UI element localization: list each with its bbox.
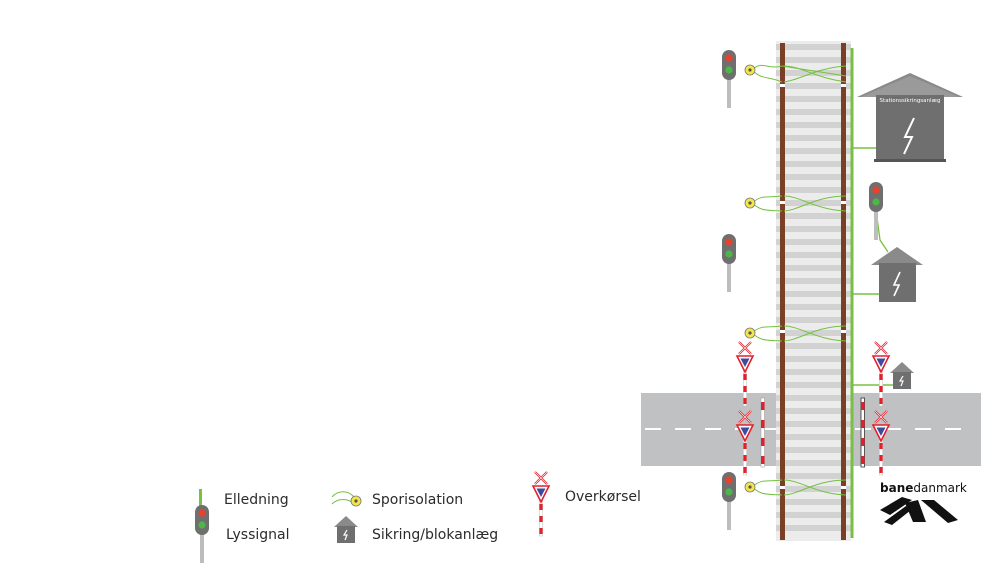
- barrier-icon: [760, 397, 765, 468]
- station-interlocking-label: Stationssikringsanlæg: [879, 98, 941, 104]
- sleeper: [776, 109, 851, 115]
- sleeper: [776, 473, 851, 479]
- sleeper: [776, 408, 851, 414]
- sleeper: [776, 44, 851, 50]
- interlocking-cabin-icon: [889, 361, 915, 390]
- track-isolation-icon: [744, 327, 756, 339]
- sleeper: [776, 174, 851, 180]
- lightning-icon: [892, 271, 901, 297]
- sleeper: [776, 96, 851, 102]
- sleeper: [776, 395, 851, 401]
- sleeper: [776, 460, 851, 466]
- sleeper: [776, 148, 851, 154]
- legend-light-signal-label: Lyssignal: [226, 527, 290, 543]
- sleeper: [776, 135, 851, 141]
- interlocking-cabin-icon: [333, 515, 359, 544]
- legend-interlocking-label: Sikring/blokanlæg: [372, 527, 499, 543]
- legend-catenary-label: Elledning: [224, 492, 289, 508]
- sleeper: [776, 291, 851, 297]
- sleeper: [776, 83, 851, 89]
- sleeper: [776, 369, 851, 375]
- sleeper: [776, 278, 851, 284]
- sleeper: [776, 252, 851, 258]
- brand-bold-text: bane: [880, 481, 914, 495]
- track-isolation-2: [744, 195, 847, 212]
- sleeper: [776, 317, 851, 323]
- rails: [780, 43, 846, 540]
- sleeper: [776, 187, 851, 193]
- catenary-line: [850, 48, 894, 538]
- sleeper: [776, 161, 851, 167]
- sleeper: [776, 486, 851, 492]
- track-isolation-icon: [744, 197, 756, 209]
- light-signal-icon: [722, 234, 736, 292]
- barriers: [760, 397, 865, 468]
- sleeper: [776, 434, 851, 440]
- sleeper: [776, 239, 851, 245]
- track-isolation-icon: [744, 64, 756, 76]
- station-interlocking: [857, 73, 963, 162]
- track-sleepers: [776, 41, 851, 541]
- sleeper: [776, 226, 851, 232]
- light-signal-icon: [869, 182, 883, 240]
- sleeper: [776, 499, 851, 505]
- sleeper: [776, 525, 851, 531]
- sleeper: [776, 213, 851, 219]
- track-isolation-icon: [744, 481, 756, 493]
- legend-level-crossing-label: Overkørsel: [565, 489, 641, 505]
- sleeper: [776, 265, 851, 271]
- sleeper: [776, 382, 851, 388]
- light-signal-icon: [722, 50, 736, 108]
- lightning-icon: [903, 117, 915, 155]
- banedanmark-logo-icon: [880, 497, 958, 525]
- banedanmark-wordmark: banedanmark: [880, 481, 967, 495]
- sleeper: [776, 330, 851, 336]
- light-signal-icon: [722, 472, 736, 530]
- legend-icons: [195, 470, 551, 563]
- sleeper: [776, 343, 851, 349]
- sleeper: [776, 122, 851, 128]
- sleeper: [776, 447, 851, 453]
- legend-track-isolation-label: Sporisolation: [372, 492, 464, 508]
- barrier-icon: [860, 397, 865, 468]
- sleeper: [776, 512, 851, 518]
- track-isolation-4: [744, 479, 847, 496]
- level-crossing-sign-icon: [531, 470, 551, 538]
- sleeper: [776, 356, 851, 362]
- sleeper: [776, 200, 851, 206]
- track-isolations: [744, 64, 847, 496]
- sleeper: [776, 421, 851, 427]
- track-isolation-3: [744, 325, 847, 342]
- sleeper: [776, 57, 851, 63]
- brand-rest-text: danmark: [913, 481, 967, 495]
- sleeper: [776, 304, 851, 310]
- light-signal-icon: [195, 505, 209, 563]
- block-cabin: [871, 247, 923, 302]
- track-isolation-1: [744, 64, 847, 83]
- catenary-legend-icon: [199, 489, 202, 507]
- track-isolation-icon: [331, 491, 362, 507]
